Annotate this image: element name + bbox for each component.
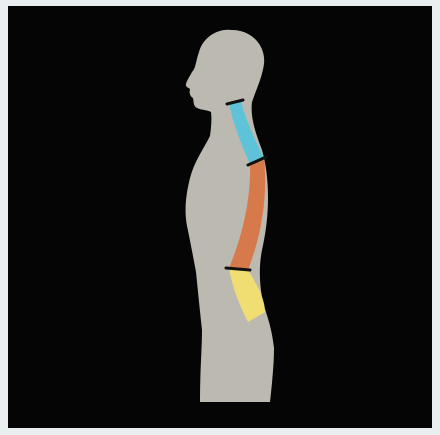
thoracic-lumbar-boundary-marker bbox=[226, 268, 250, 270]
